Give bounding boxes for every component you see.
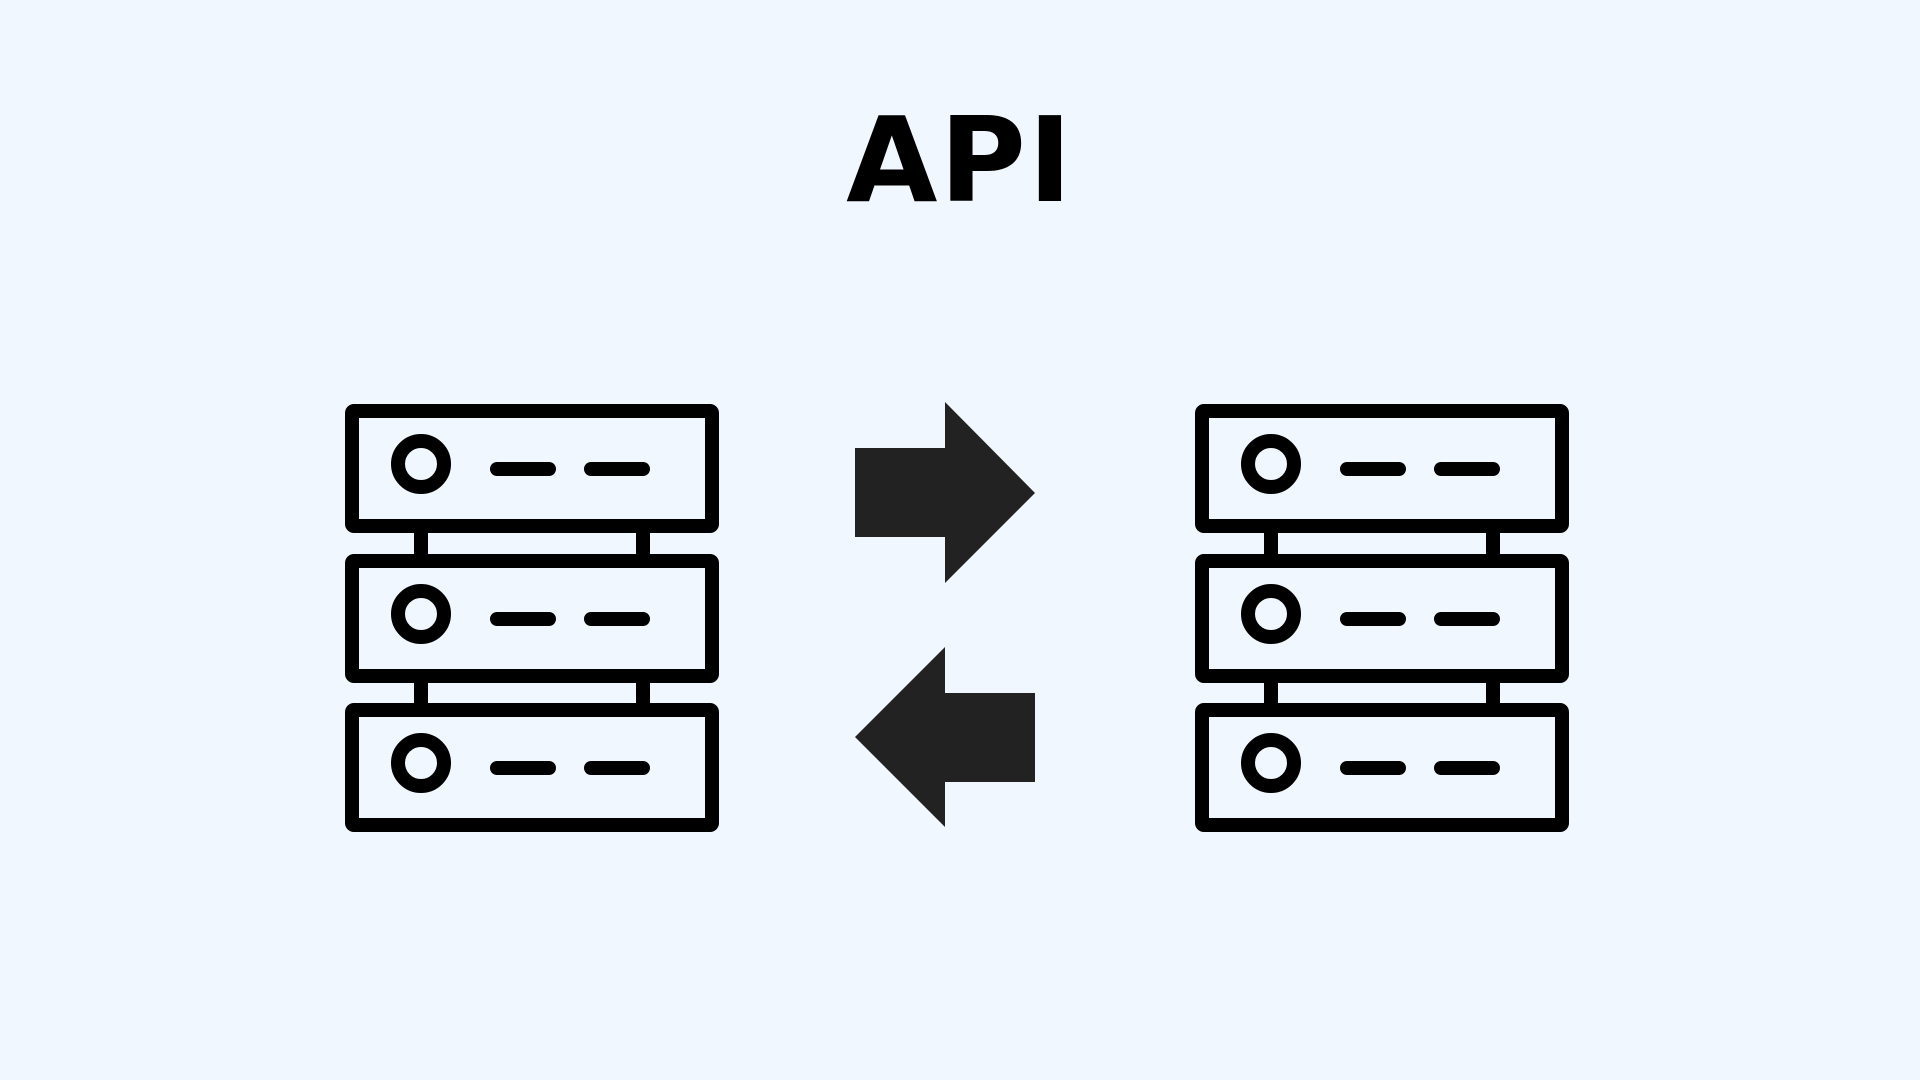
server-led-icon <box>391 733 451 793</box>
server-unit-frame <box>1195 554 1569 683</box>
server-unit-frame <box>345 703 719 832</box>
server-led-icon <box>1241 733 1301 793</box>
arrow-left-icon <box>855 647 1035 827</box>
server-unit-frame <box>345 404 719 533</box>
server-unit-frame <box>1195 703 1569 832</box>
left-server-stack <box>345 404 719 832</box>
server-unit <box>1195 703 1569 832</box>
server-unit <box>1195 554 1569 683</box>
server-unit <box>1195 404 1569 533</box>
server-unit-frame <box>345 554 719 683</box>
server-unit-frame <box>1195 404 1569 533</box>
server-led-icon <box>391 584 451 644</box>
right-server-stack <box>1195 404 1569 832</box>
server-led-icon <box>1241 584 1301 644</box>
server-unit <box>345 703 719 832</box>
arrow-right-icon <box>855 402 1035 583</box>
server-unit <box>345 554 719 683</box>
server-led-icon <box>391 434 451 494</box>
diagram-title: API <box>846 91 1074 229</box>
server-unit <box>345 404 719 533</box>
server-led-icon <box>1241 434 1301 494</box>
